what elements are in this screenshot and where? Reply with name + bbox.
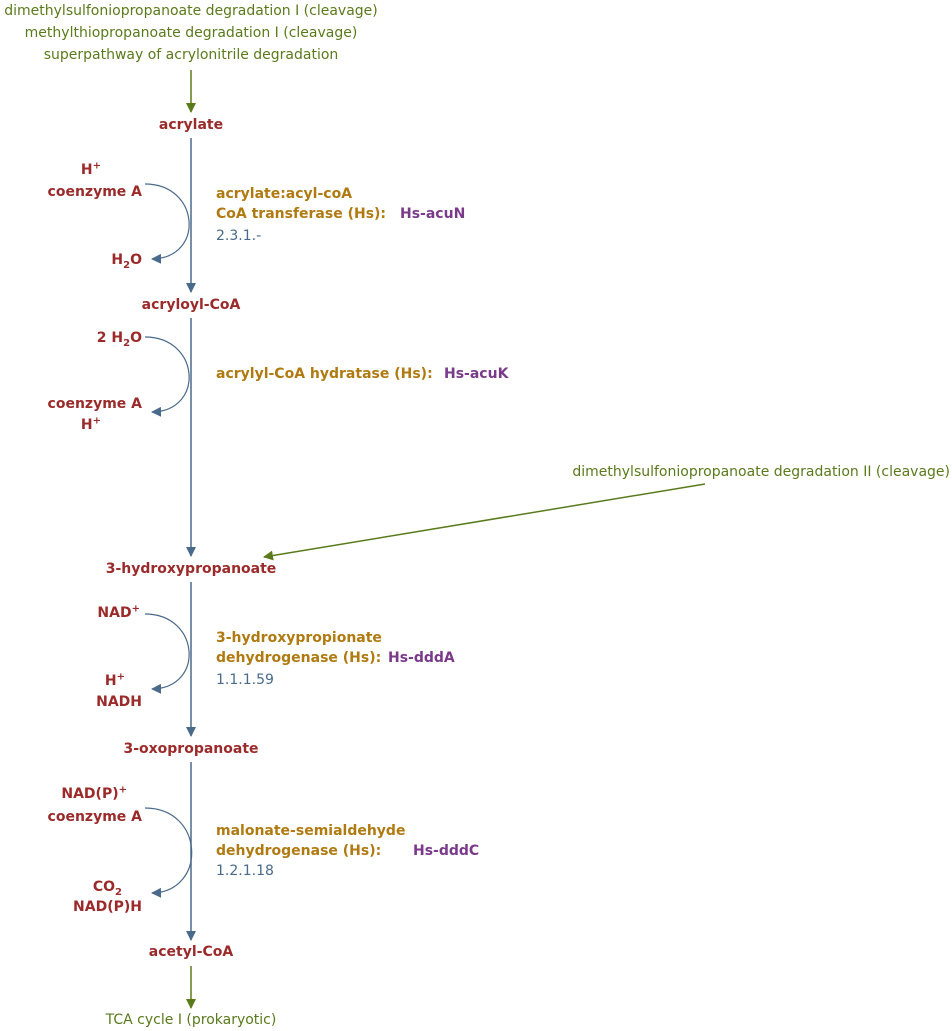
side-compound-water[interactable]: H2O: [111, 252, 142, 271]
upstream-pathway-link-acrylonitrile[interactable]: superpathway of acrylonitrile degradatio…: [43, 47, 339, 63]
side-curve-2: [144, 336, 190, 417]
side-compound-nadh[interactable]: NADH: [96, 694, 142, 710]
side-curve-1: [144, 183, 190, 264]
gene-link[interactable]: Hs-acuN: [400, 206, 466, 222]
side-pathway-link-dmsp-2[interactable]: dimethylsulfoniopropanoate degradation I…: [572, 464, 950, 480]
ec-number-link[interactable]: 1.1.1.59: [216, 672, 274, 688]
ec-number-link[interactable]: 2.3.1.-: [216, 228, 262, 244]
side-curve-4: [144, 807, 193, 898]
enzyme-name-line-2[interactable]: CoA transferase (Hs):: [216, 206, 387, 222]
side-pathway-link-arrow: [263, 483, 706, 561]
compound-3-oxopropanoate[interactable]: 3-oxopropanoate: [123, 741, 259, 757]
side-compound-nad-plus[interactable]: NAD+: [97, 603, 140, 621]
side-compound-h-plus[interactable]: H+: [80, 160, 101, 178]
side-curve-3: [144, 613, 190, 694]
enzyme-name-line-2[interactable]: dehydrogenase (Hs):: [216, 843, 382, 859]
side-compound-nadp-plus[interactable]: NAD(P)+: [61, 784, 127, 802]
side-compound-co2[interactable]: CO2: [92, 879, 122, 898]
compound-3-hydroxypropanoate[interactable]: 3-hydroxypropanoate: [105, 561, 277, 577]
side-compound-h-plus[interactable]: H+: [80, 415, 101, 433]
side-compound-coenzyme-a[interactable]: coenzyme A: [47, 396, 142, 412]
upstream-pathway-link-dmsp-1[interactable]: dimethylsulfoniopropanoate degradation I…: [4, 3, 378, 19]
compound-acetyl-coa[interactable]: acetyl-CoA: [148, 944, 234, 960]
side-compound-2-water[interactable]: 2 H2O: [96, 330, 142, 349]
side-compound-coenzyme-a[interactable]: coenzyme A: [47, 809, 142, 825]
gene-link[interactable]: Hs-dddA: [388, 650, 455, 666]
enzyme-name-line-2[interactable]: dehydrogenase (Hs):: [216, 650, 382, 666]
upstream-pathway-link-mtp[interactable]: methylthiopropanoate degradation I (clea…: [24, 25, 358, 41]
enzyme-name-line-1[interactable]: acrylate:acyl-coA: [216, 186, 353, 202]
enzyme-name-line-1[interactable]: malonate-semialdehyde: [216, 823, 406, 839]
enzyme-name-line-1[interactable]: acrylyl-CoA hydratase (Hs):: [216, 366, 433, 382]
compound-acryloyl-coa[interactable]: acryloyl-CoA: [141, 297, 241, 313]
enzyme-name-line-1[interactable]: 3-hydroxypropionate: [216, 630, 382, 646]
side-compound-h-plus[interactable]: H+: [104, 671, 125, 689]
side-compound-coenzyme-a[interactable]: coenzyme A: [47, 184, 142, 200]
compound-acrylate[interactable]: acrylate: [158, 117, 224, 133]
gene-link[interactable]: Hs-dddC: [413, 843, 480, 859]
side-compound-nadph[interactable]: NAD(P)H: [73, 899, 142, 915]
downstream-pathway-link-tca[interactable]: TCA cycle I (prokaryotic): [105, 1012, 277, 1028]
ec-number-link[interactable]: 1.2.1.18: [216, 863, 274, 879]
gene-link[interactable]: Hs-acuK: [444, 366, 509, 382]
